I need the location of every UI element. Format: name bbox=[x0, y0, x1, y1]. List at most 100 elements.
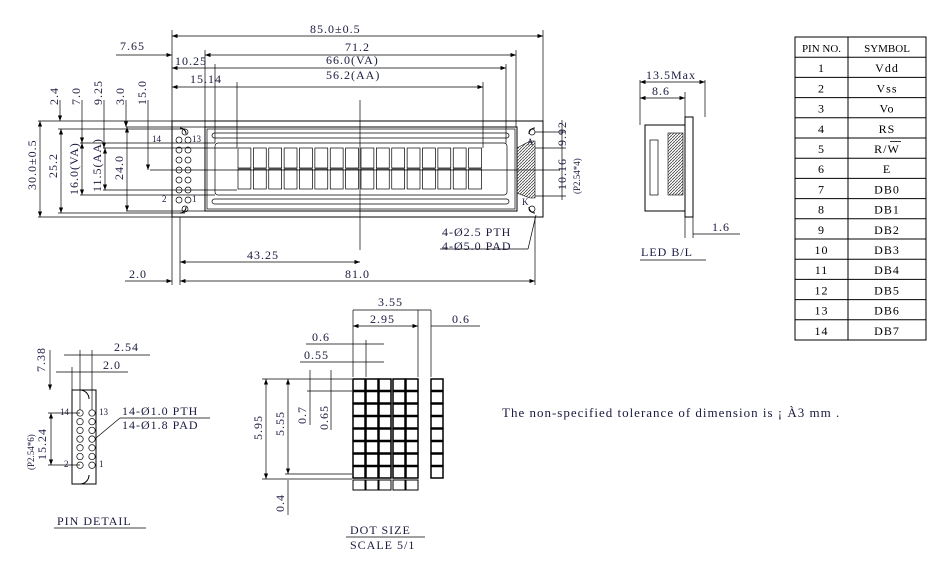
dot bbox=[365, 465, 379, 479]
pin-detail-pth: 14-Ø1.0 PTH bbox=[122, 404, 198, 418]
dot bbox=[405, 465, 419, 479]
detail-pin bbox=[88, 452, 96, 461]
pin-number: 9 bbox=[818, 223, 825, 237]
dot bbox=[405, 403, 419, 417]
character-cell bbox=[283, 168, 298, 190]
pin-detail-title: PIN DETAIL bbox=[57, 514, 132, 528]
dim-10-25: 10.25 bbox=[175, 54, 207, 68]
connector-pin bbox=[175, 196, 183, 204]
character-cell bbox=[299, 168, 313, 190]
dot bbox=[352, 415, 366, 429]
cursor-dot bbox=[352, 479, 366, 491]
pin-detail-outline bbox=[71, 389, 97, 485]
dot-char-height: 5.95 bbox=[251, 415, 265, 440]
character-cell bbox=[437, 168, 452, 190]
pin-symbol: Vdd bbox=[875, 61, 899, 75]
dot bbox=[430, 465, 444, 479]
bezel-inner bbox=[206, 128, 516, 210]
side-view: 13.5Max 8.6 1.6 LED B/L bbox=[639, 68, 740, 261]
dim-8-6: 8.6 bbox=[652, 84, 670, 98]
dot bbox=[365, 415, 379, 429]
pin-number: 14 bbox=[815, 324, 829, 338]
character-cell bbox=[468, 147, 482, 169]
pin-number: 6 bbox=[818, 162, 825, 176]
pin-symbol: Vss bbox=[876, 81, 897, 95]
dot bbox=[430, 415, 444, 429]
character-cell bbox=[299, 147, 313, 169]
dim-7-0: 7.0 bbox=[69, 87, 83, 105]
pin-number: 1 bbox=[818, 61, 825, 75]
dot bbox=[392, 465, 406, 479]
pin-symbol: SYMBOL bbox=[864, 43, 910, 55]
character-cell bbox=[360, 147, 375, 169]
character-cell bbox=[452, 168, 467, 190]
dot-size-title: DOT SIZE bbox=[350, 523, 411, 537]
character-cell bbox=[268, 168, 282, 190]
dot bbox=[392, 415, 406, 429]
pin-label-2: 2 bbox=[162, 194, 167, 204]
detail-pin bbox=[76, 435, 84, 443]
pin-symbol: DB2 bbox=[874, 223, 900, 237]
pin-detail-label-1: 1 bbox=[99, 459, 104, 469]
dot bbox=[405, 378, 419, 392]
dot bbox=[430, 390, 444, 404]
dot bbox=[392, 453, 406, 467]
character-cell bbox=[268, 147, 282, 169]
dot bbox=[378, 390, 392, 404]
pin-label-14: 14 bbox=[152, 134, 162, 144]
bezel-slot-top bbox=[211, 132, 510, 139]
left-dimensions: 30.0±0.5 25.2 16.0(VA) 11.5(AA) 24.0 2.4… bbox=[25, 80, 237, 218]
character-cell bbox=[391, 168, 405, 190]
pin-detail-span: 15.24 bbox=[35, 428, 49, 460]
side-pcb bbox=[684, 116, 694, 218]
pin-number: 3 bbox=[818, 102, 825, 116]
pin-symbol: DB3 bbox=[874, 243, 900, 257]
right-dimensions: 9.92 10.16 (P2.54*4) bbox=[535, 120, 582, 200]
connector-pin bbox=[184, 146, 192, 154]
detail-pin bbox=[88, 426, 96, 434]
dot bbox=[378, 378, 392, 392]
connector-pin bbox=[175, 156, 183, 164]
character-cell bbox=[314, 147, 329, 169]
pin-number: 12 bbox=[815, 283, 829, 297]
dot bbox=[365, 403, 379, 417]
dot bbox=[352, 378, 366, 392]
pin-label-a: A bbox=[527, 137, 534, 147]
dim-66-va: 66.0(VA) bbox=[326, 53, 379, 67]
cursor-dot bbox=[405, 479, 419, 491]
character-cell bbox=[452, 147, 467, 169]
pin-table-header: PIN NO. SYMBOL bbox=[802, 43, 910, 55]
pin-detail-pad: 14-Ø1.8 PAD bbox=[122, 418, 199, 432]
dot-height: 0.65 bbox=[317, 405, 331, 430]
character-cell bbox=[422, 147, 436, 169]
dot bbox=[405, 453, 419, 467]
pin-number: 7 bbox=[818, 182, 825, 196]
mount-hole-pth: 4-Ø2.5 PTH bbox=[442, 225, 511, 239]
connector-pin bbox=[175, 146, 183, 154]
character-cell bbox=[345, 168, 359, 190]
dim-1-6: 1.6 bbox=[712, 220, 730, 234]
dim-25-2: 25.2 bbox=[46, 153, 60, 178]
pin-number: PIN NO. bbox=[802, 43, 841, 55]
connector-pin bbox=[184, 136, 192, 144]
pin-symbol: DB6 bbox=[874, 304, 900, 318]
character-cell bbox=[376, 168, 390, 190]
dot bbox=[430, 453, 444, 467]
detail-pin bbox=[76, 418, 84, 426]
dot-char-pitch: 3.55 bbox=[378, 295, 403, 309]
dot-pitch-v: 0.7 bbox=[295, 406, 309, 424]
dot-width: 0.55 bbox=[304, 348, 329, 362]
pin-label-13: 13 bbox=[192, 134, 202, 144]
cursor-dot bbox=[392, 479, 406, 491]
dot bbox=[365, 390, 379, 404]
dot bbox=[378, 453, 392, 467]
connector-pin bbox=[175, 176, 183, 184]
pin-table-row: 1 Vdd bbox=[818, 61, 899, 75]
dot bbox=[430, 378, 444, 392]
dot bbox=[352, 453, 366, 467]
